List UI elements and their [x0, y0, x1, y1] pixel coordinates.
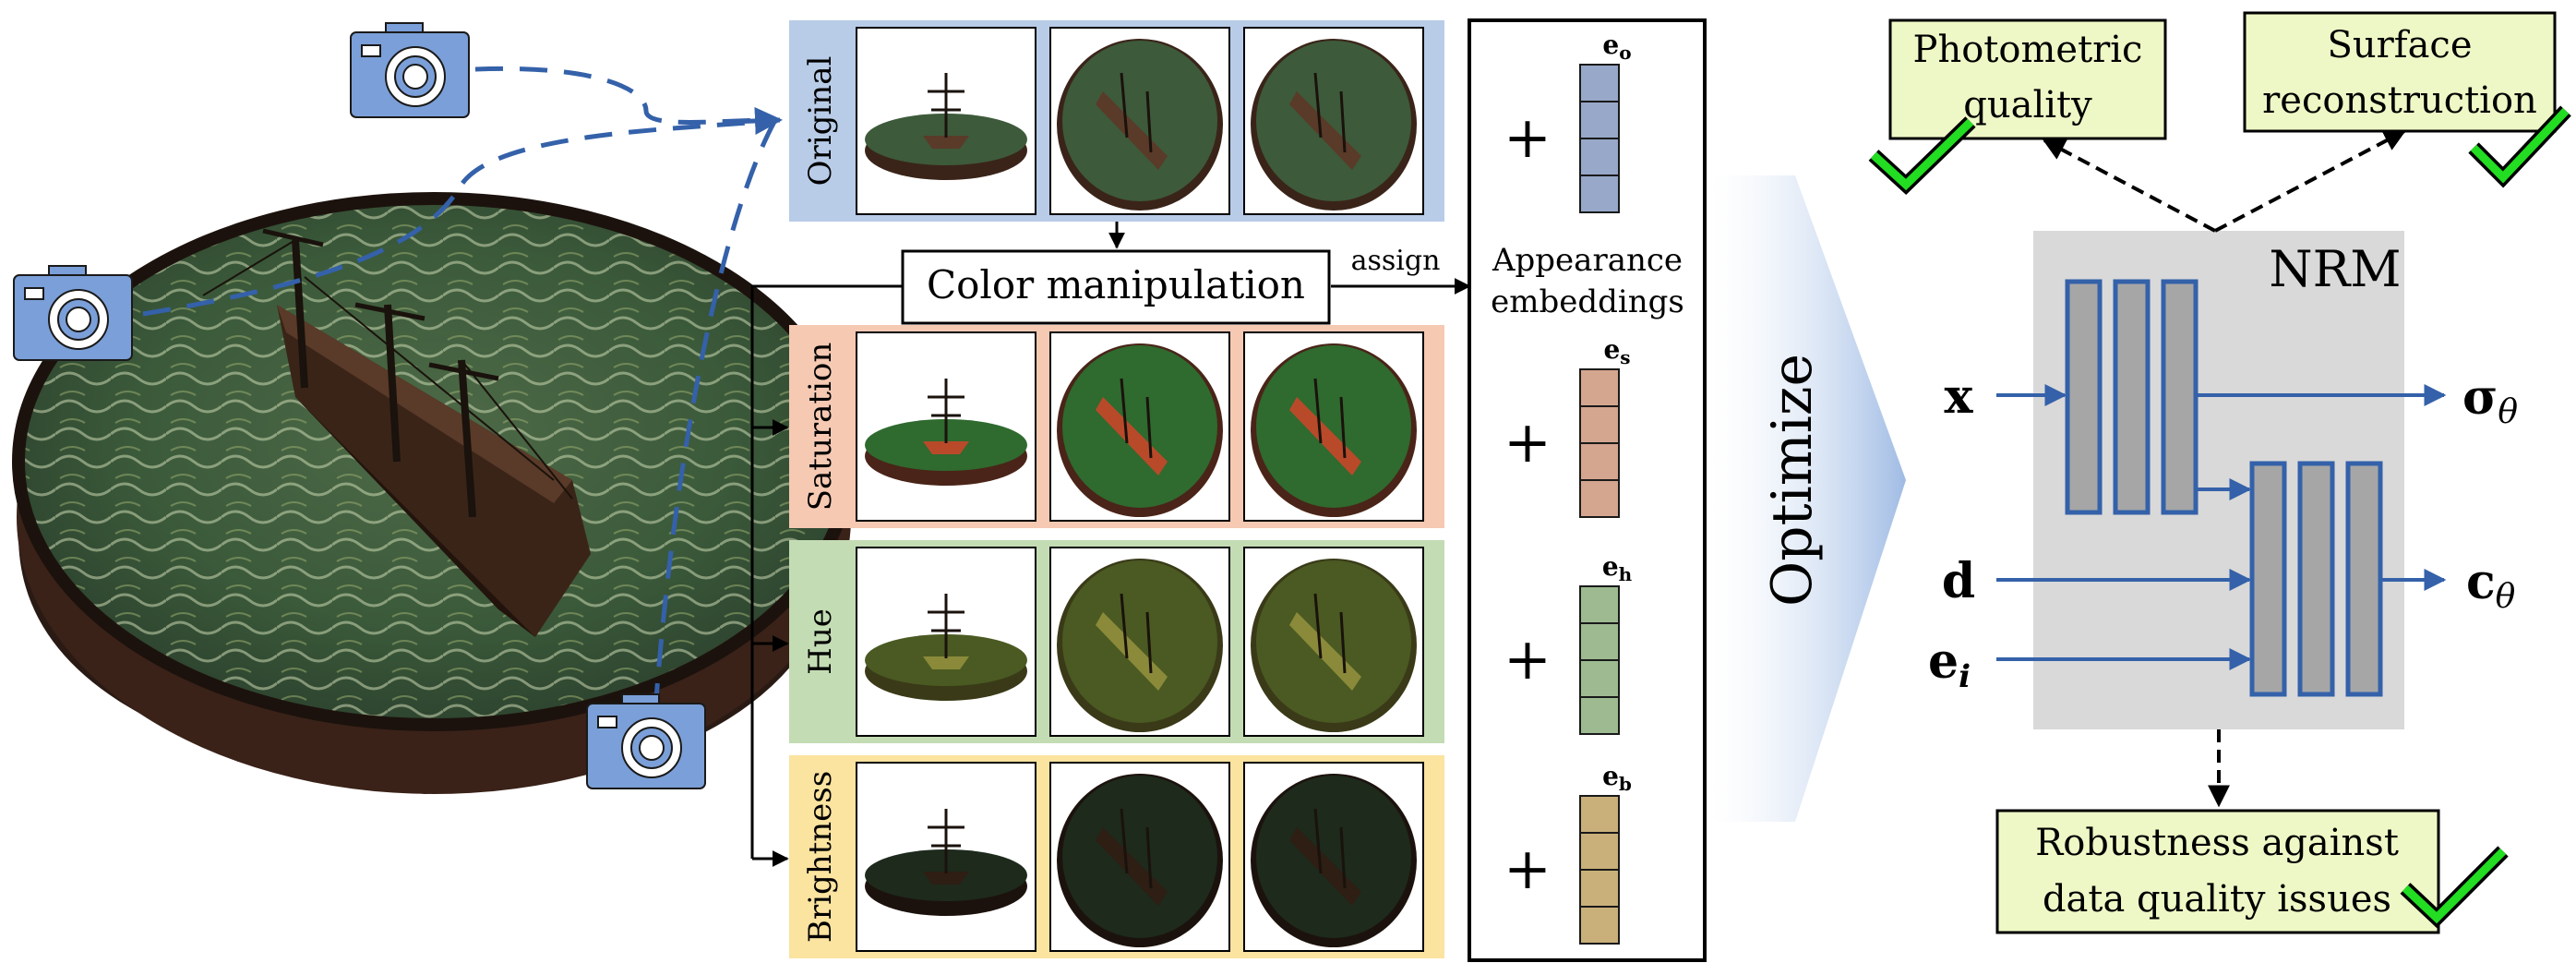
- surface-reconstruction-box: Surface reconstruction: [2243, 11, 2571, 188]
- density-layer-2: [2113, 279, 2151, 515]
- photometric-quality-box: Photometric quality: [1868, 18, 2167, 195]
- optimize-arrow: Optimize: [1709, 175, 1906, 822]
- embedding-label-hue: eh: [1602, 551, 1633, 585]
- thumbnail-hue-2: [1049, 547, 1230, 737]
- embedding-cell: [1579, 795, 1620, 834]
- color-layer-2: [2297, 461, 2335, 697]
- embedding-hue: eh +: [1504, 551, 1633, 735]
- row-hue: Hue: [789, 540, 1444, 743]
- row-label-saturation: Saturation: [802, 343, 839, 512]
- row-saturation: Saturation: [789, 325, 1444, 528]
- row-original: Original: [789, 20, 1444, 222]
- thumbnail-original-1: [856, 27, 1036, 215]
- input-d: d: [1942, 553, 1975, 609]
- embedding-original: eo +: [1504, 30, 1632, 213]
- thumbnail-original-2: [1049, 27, 1230, 215]
- camera-rays: [142, 66, 778, 712]
- embedding-cell: [1579, 175, 1620, 213]
- row-label-original: Original: [802, 56, 839, 187]
- embedding-cell: [1579, 64, 1620, 102]
- embedding-cell: [1579, 585, 1620, 624]
- embedding-saturation: es +: [1504, 334, 1631, 518]
- thumbnail-brightness-3: [1243, 762, 1424, 952]
- nrm-block: NRM x d ei σθ cθ: [1928, 129, 2518, 808]
- plus-sign: +: [1504, 408, 1552, 475]
- thumbnail-saturation-2: [1049, 331, 1230, 522]
- thumbnail-brightness-2: [1049, 762, 1230, 952]
- embedding-label-original: eo: [1602, 30, 1631, 64]
- thumbnail-brightness-1: [856, 762, 1036, 952]
- input-e: ei: [1928, 633, 1971, 695]
- embedding-cell: [1579, 659, 1620, 698]
- plus-sign: +: [1504, 103, 1552, 171]
- reconstruction-label: reconstruction: [2262, 79, 2537, 122]
- robustness-box: Robustness against data quality issues: [1995, 809, 2509, 934]
- embedding-cell: [1579, 442, 1620, 481]
- color-layer-1: [2249, 461, 2287, 697]
- output-sigma: σθ: [2462, 369, 2518, 431]
- plus-sign: +: [1504, 625, 1552, 692]
- input-x: x: [1944, 368, 1973, 425]
- data-quality-label: data quality issues: [2043, 878, 2391, 921]
- camera-icon: [586, 693, 706, 789]
- thumbnail-saturation-3: [1243, 331, 1424, 522]
- color-layer-3: [2345, 461, 2383, 697]
- camera-icon: [13, 265, 133, 361]
- assign-label: assign: [1351, 245, 1441, 277]
- embedding-cell: [1579, 696, 1620, 735]
- color-manipulation-label: Color manipulation: [927, 262, 1305, 307]
- surface-label: Surface: [2327, 24, 2472, 66]
- photometric-label: Photometric: [1913, 29, 2143, 71]
- ship-scene-render: [12, 192, 856, 794]
- plus-sign: +: [1504, 835, 1552, 902]
- embedding-cell: [1579, 405, 1620, 444]
- thumbnail-saturation-1: [856, 331, 1036, 522]
- density-layer-3: [2161, 279, 2199, 515]
- embedding-cell: [1579, 101, 1620, 139]
- embeddings-label: embeddings: [1491, 283, 1684, 320]
- optimize-label: Optimize: [1760, 354, 1825, 607]
- color-manipulation-block: Color manipulation assign: [750, 222, 1471, 867]
- embedding-cell: [1579, 138, 1620, 176]
- embedding-cell: [1579, 479, 1620, 518]
- thumbnail-hue-3: [1243, 547, 1424, 737]
- row-label-brightness: Brightness: [802, 771, 839, 943]
- check-icon: [1870, 118, 1974, 191]
- check-icon: [2402, 848, 2507, 924]
- embedding-cell: [1579, 622, 1620, 661]
- embedding-cell: [1579, 368, 1620, 407]
- row-brightness: Brightness: [789, 755, 1444, 958]
- embedding-brightness: eb +: [1504, 761, 1632, 945]
- embedding-cell: [1579, 906, 1620, 945]
- appearance-label: Appearance: [1492, 242, 1683, 279]
- density-layer-1: [2065, 279, 2103, 515]
- embedding-label-saturation: es: [1603, 334, 1630, 368]
- quality-label: quality: [1963, 84, 2092, 126]
- thumbnail-hue-1: [856, 547, 1036, 737]
- row-label-hue: Hue: [802, 608, 839, 675]
- camera-icon: [350, 22, 470, 118]
- embedding-label-brightness: eb: [1602, 761, 1632, 795]
- nrm-title: NRM: [2269, 240, 2401, 298]
- check-icon: [2470, 107, 2570, 184]
- embedding-cell: [1579, 832, 1620, 871]
- robustness-label: Robustness against: [2035, 822, 2399, 864]
- thumbnail-original-3: [1243, 27, 1424, 215]
- embedding-cell: [1579, 869, 1620, 908]
- output-color: cθ: [2466, 554, 2516, 616]
